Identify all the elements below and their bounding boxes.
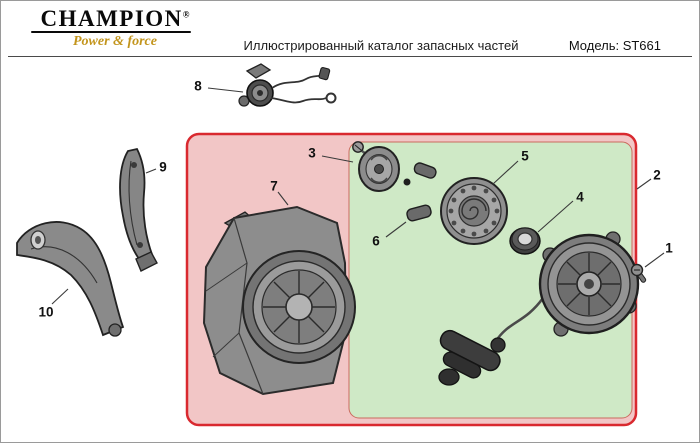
part-label-10: 10 <box>38 304 54 320</box>
ignition-switch <box>238 63 337 107</box>
part-label-8: 8 <box>194 78 202 94</box>
part-label-6: 6 <box>372 233 380 249</box>
part-label-5: 5 <box>521 148 529 164</box>
starter-pulley <box>352 141 400 192</box>
part-label-4: 4 <box>576 189 584 205</box>
registered-mark-icon: ® <box>182 9 190 20</box>
logo-tagline: Power & force <box>73 34 157 50</box>
champion-logo: CHAMPION® Power & force <box>29 6 201 50</box>
part-label-7: 7 <box>270 178 278 194</box>
part-label-1: 1 <box>665 240 673 256</box>
washer <box>509 227 541 255</box>
part-label-3: 3 <box>308 145 316 161</box>
starter-handle <box>438 329 506 386</box>
part-label-2: 2 <box>653 167 661 183</box>
recoil-spring <box>440 177 508 245</box>
side-bracket <box>119 147 158 272</box>
fan-housing <box>202 205 356 396</box>
model-label: Модель: ST661 <box>568 38 661 53</box>
pawl-set <box>403 162 437 222</box>
leader-lines <box>51 87 665 305</box>
lower-bracket <box>16 221 125 337</box>
header-divider <box>8 56 692 57</box>
starter-assembly <box>494 231 640 342</box>
logo-text: CHAMPION <box>40 6 183 31</box>
catalog-title: Иллюстрированный каталог запасных частей <box>243 38 519 53</box>
logo-wordmark: CHAMPION® <box>29 6 201 31</box>
logo-underline <box>31 31 191 34</box>
part-label-9: 9 <box>159 159 167 175</box>
bolt <box>630 263 647 283</box>
